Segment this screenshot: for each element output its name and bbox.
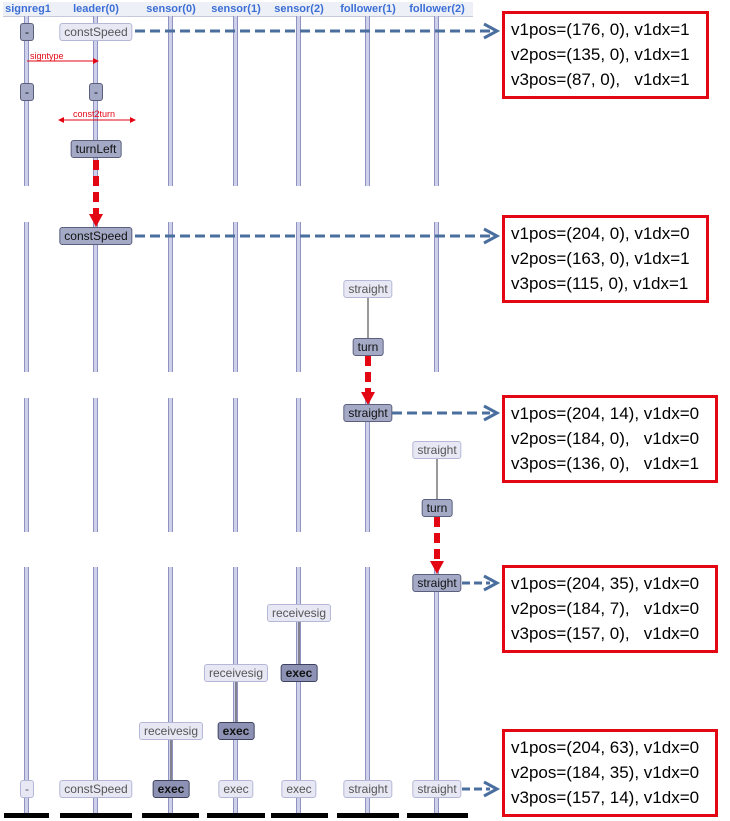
follower1-straight-block: straight	[343, 780, 393, 798]
lifeline	[434, 222, 439, 372]
lane-header-bar	[3, 2, 473, 17]
lifeline	[24, 567, 29, 813]
state-arrow	[392, 404, 501, 422]
lane-header-leader-0: leader(0)	[73, 3, 119, 15]
lifeline	[296, 567, 301, 813]
state-line: v2pos=(184, 35), v1dx=0	[511, 763, 700, 782]
signreg1-dash-block: -	[20, 780, 34, 798]
lane-header-sensor-2: sensor(2)	[274, 3, 324, 15]
lane-floor	[407, 813, 468, 818]
state-line: v2pos=(184, 0), v1dx=0	[511, 429, 700, 448]
lifeline	[168, 16, 173, 186]
lifeline	[93, 222, 98, 372]
state-line: v1pos=(204, 14), v1dx=0	[511, 404, 700, 423]
sensor1-receivesig-block: receivesig	[203, 664, 269, 682]
lifeline	[233, 16, 238, 186]
state-box-5: v1pos=(204, 63), v1dx=0 v2pos=(184, 35),…	[502, 729, 718, 817]
follower2-straight-block: straight	[412, 574, 462, 592]
sensor1-exec-block: exec	[218, 780, 254, 798]
signreg1-dash-block: -	[20, 83, 34, 101]
follower2-straight-block: straight	[412, 780, 462, 798]
transition-arrow	[89, 160, 103, 227]
lifeline	[168, 222, 173, 372]
lane-header-sensor-0: sensor(0)	[146, 3, 196, 15]
state-line: v3pos=(87, 0), v1dx=1	[511, 70, 690, 89]
lifeline	[434, 16, 439, 186]
follower2-straight-block: straight	[412, 441, 462, 459]
state-line: v1pos=(204, 63), v1dx=0	[511, 738, 700, 757]
leader-dash-block: -	[89, 83, 103, 101]
lane-floor	[337, 813, 399, 818]
lifeline	[296, 398, 301, 532]
lane-floor	[4, 813, 49, 818]
lifeline	[168, 398, 173, 532]
lane-floor	[271, 813, 328, 818]
lane-floor	[142, 813, 199, 818]
lifeline	[365, 16, 370, 186]
sensor0-exec-block: exec	[152, 780, 190, 798]
lane-header-sensor-1: sensor(1)	[211, 3, 261, 15]
lifeline	[93, 398, 98, 532]
const2turn-arrow	[58, 117, 136, 123]
state-line: v1pos=(176, 0), v1dx=1	[511, 20, 690, 39]
sensor1-exec-block: exec	[217, 722, 255, 740]
lifeline	[365, 398, 370, 532]
leader-turnleft-block: turnLeft	[70, 140, 122, 158]
const2turn-label: const2turn	[73, 109, 116, 119]
state-box-1: v1pos=(176, 0), v1dx=1 v2pos=(135, 0), v…	[502, 11, 709, 99]
state-box-3: v1pos=(204, 14), v1dx=0 v2pos=(184, 0), …	[502, 395, 718, 483]
state-line: v2pos=(135, 0), v1dx=1	[511, 45, 690, 64]
state-line: v1pos=(204, 35), v1dx=0	[511, 574, 700, 593]
lifeline	[365, 567, 370, 813]
sensor0-receivesig-block: receivesig	[138, 722, 204, 740]
lifeline	[434, 567, 439, 813]
state-line: v3pos=(157, 0), v1dx=0	[511, 624, 700, 643]
sensor2-exec-block: exec	[280, 664, 318, 682]
state-arrow	[135, 22, 501, 40]
state-arrow	[462, 574, 501, 592]
follower1-straight-block: straight	[343, 280, 393, 298]
lifeline	[233, 222, 238, 372]
state-line: v1pos=(204, 0), v1dx=0	[511, 224, 690, 243]
signreg1-dash-block: -	[20, 23, 34, 41]
sensor2-exec-block: exec	[281, 780, 317, 798]
lifeline	[24, 16, 29, 186]
signtype-label: signtype	[30, 51, 64, 61]
lifeline	[296, 16, 301, 186]
state-line: v2pos=(163, 0), v1dx=1	[511, 249, 690, 268]
state-line: v2pos=(184, 7), v1dx=0	[511, 599, 700, 618]
lifeline	[93, 16, 98, 186]
lifeline	[24, 398, 29, 532]
lifeline	[24, 222, 29, 372]
leader-constspeed-block: constSpeed	[59, 780, 133, 798]
state-box-2: v1pos=(204, 0), v1dx=0 v2pos=(163, 0), v…	[502, 215, 709, 303]
lifeline	[296, 222, 301, 372]
transition-arrow	[430, 517, 444, 574]
state-line: v3pos=(136, 0), v1dx=1	[511, 454, 700, 473]
leader-constspeed-block: constSpeed	[59, 23, 133, 41]
sensor2-receivesig-block: receivesig	[266, 604, 332, 622]
follower2-turn-block: turn	[421, 499, 453, 517]
lane-floor	[207, 813, 265, 818]
lane-header-follower-1: follower(1)	[340, 3, 396, 15]
transition-arrow	[361, 356, 375, 405]
state-line: v3pos=(157, 14), v1dx=0	[511, 788, 700, 807]
leader-constspeed-block: constSpeed	[59, 227, 133, 245]
state-line: v3pos=(115, 0), v1dx=1	[511, 274, 689, 293]
state-box-4: v1pos=(204, 35), v1dx=0 v2pos=(184, 7), …	[502, 565, 718, 653]
lifeline	[233, 398, 238, 532]
signtype-arrow	[27, 58, 99, 64]
follower1-turn-block: turn	[352, 338, 384, 356]
state-arrow	[462, 780, 501, 798]
lifeline	[93, 567, 98, 813]
follower1-straight-block: straight	[343, 404, 393, 422]
lane-header-signreg1: signreg1	[5, 3, 51, 15]
lane-floor	[60, 813, 132, 818]
state-arrow	[135, 227, 501, 245]
lane-header-follower-2: follower(2)	[409, 3, 465, 15]
lifeline	[168, 567, 173, 813]
